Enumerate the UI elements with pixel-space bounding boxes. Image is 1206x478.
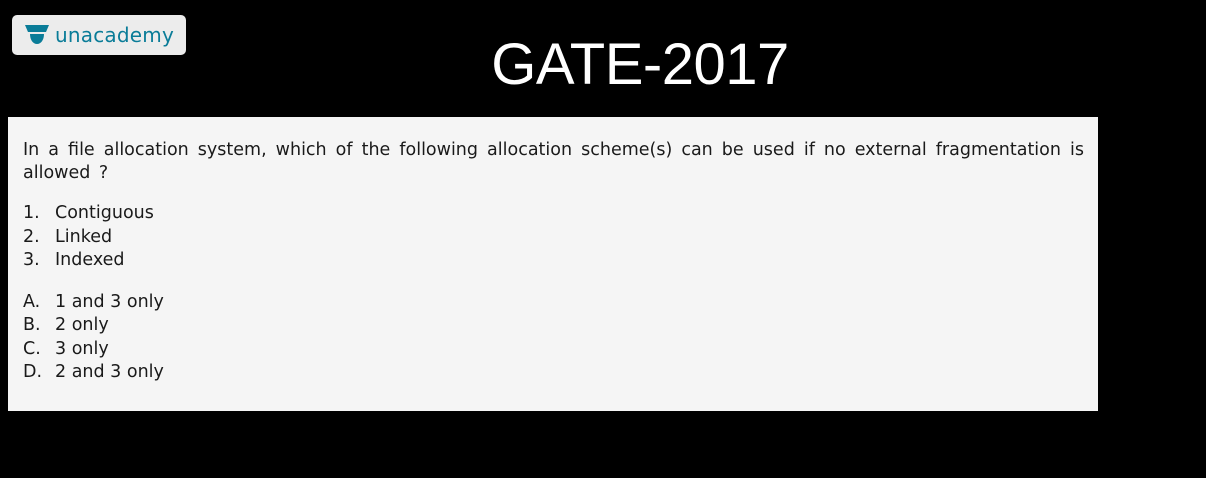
answer-option-c: C. 3 only <box>23 338 1084 362</box>
statement-item: 1. Contiguous <box>23 202 1084 226</box>
answer-options: A. 1 and 3 only B. 2 only C. 3 only D. 2… <box>23 291 1084 385</box>
slide-title: GATE-2017 <box>491 32 789 97</box>
option-letter: D. <box>23 362 43 382</box>
statement-text: Indexed <box>55 250 125 270</box>
option-letter: B. <box>23 315 41 335</box>
option-letter: A. <box>23 291 41 312</box>
logo-wordmark: unacademy <box>55 23 174 47</box>
option-text: 2 and 3 only <box>55 362 164 382</box>
statement-list: 1. Contiguous 2. Linked 3. Indexed <box>23 202 1084 273</box>
answer-option-a: A. 1 and 3 only <box>23 291 1084 315</box>
statement-item: 2. Linked <box>23 226 1084 250</box>
answer-option-d: D. 2 and 3 only <box>23 361 1084 385</box>
option-text: 2 only <box>55 315 109 335</box>
option-text: 1 and 3 only <box>55 291 164 312</box>
statement-number: 1. <box>23 203 40 223</box>
statement-number: 2. <box>23 226 40 247</box>
option-text: 3 only <box>55 338 109 359</box>
question-panel: In a file allocation system, which of th… <box>8 117 1098 411</box>
statement-item: 3. Indexed <box>23 249 1084 273</box>
statement-number: 3. <box>23 250 40 270</box>
option-letter: C. <box>23 338 41 359</box>
statement-text: Contiguous <box>55 203 154 223</box>
question-text: In a file allocation system, which of th… <box>23 140 1084 183</box>
statement-text: Linked <box>55 226 113 247</box>
answer-option-b: B. 2 only <box>23 314 1084 338</box>
unacademy-logo: unacademy <box>12 15 186 55</box>
graduation-cap-icon <box>25 25 49 44</box>
